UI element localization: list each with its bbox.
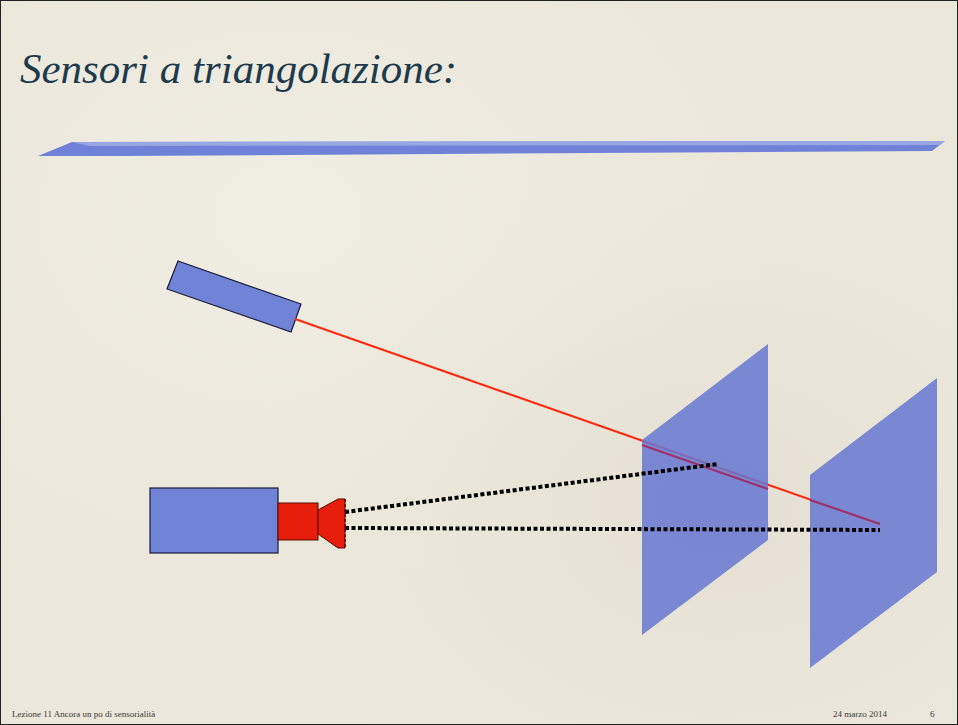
footer-lesson: Lezione 11 Ancora un po di sensorialità	[12, 709, 155, 719]
sight-line-near	[345, 464, 718, 512]
target-plane-near	[642, 344, 768, 635]
camera-lens	[278, 503, 318, 540]
laser-beam	[295, 319, 880, 524]
title-underline	[38, 141, 945, 156]
laser-beam-on-plane	[810, 500, 880, 524]
footer-date: 24 marzo 2014	[833, 709, 887, 719]
laser-beam-through-plane	[642, 445, 768, 489]
lens-rim	[344, 499, 346, 548]
slide-title: Sensori a triangolazione:	[20, 44, 457, 93]
target-plane-far	[810, 378, 937, 668]
page-number: 6	[930, 709, 935, 719]
laser-emitter	[167, 261, 301, 332]
camera-lens-hood	[318, 499, 345, 548]
title-underline-highlight	[72, 141, 945, 146]
sight-line-far	[345, 528, 880, 530]
camera-body	[150, 488, 278, 553]
